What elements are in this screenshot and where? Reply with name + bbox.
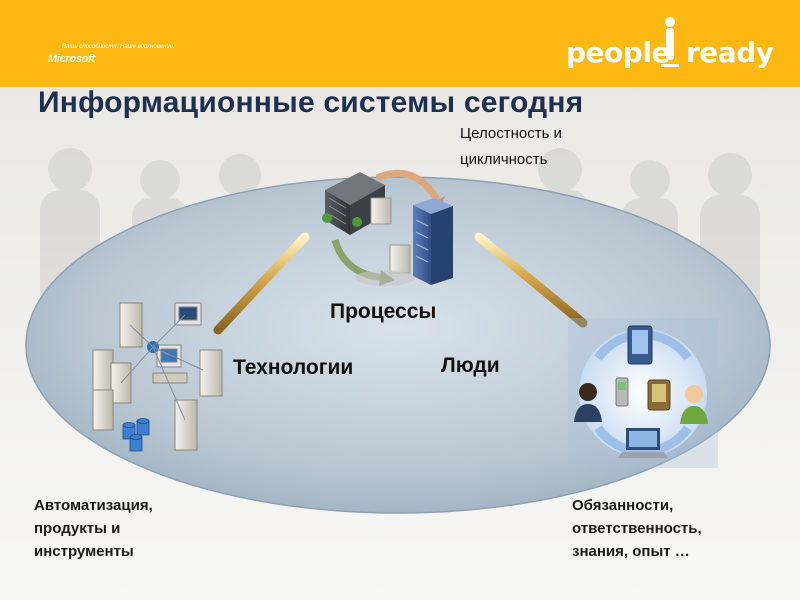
note-right-line: ответственность, (572, 520, 702, 537)
note-left: Автоматизация, продукты и инструменты (34, 494, 153, 563)
microsoft-tagline: Ваши способности. Наше вдохновение. (62, 44, 175, 50)
triangle-rods (213, 232, 588, 420)
note-right-line: знания, опыт … (572, 543, 690, 560)
note-left-line: Автоматизация, (34, 497, 153, 514)
note-right-line: Обязанности, (572, 497, 674, 514)
label-people: Люди (441, 354, 500, 377)
buildings-icon (322, 169, 453, 286)
note-top-line: Целостность и (460, 125, 562, 142)
note-top: Целостность и цикличность (460, 121, 562, 173)
note-left-line: продукты и (34, 520, 121, 537)
brand-ready: ready (686, 36, 774, 69)
note-top-line: цикличность (460, 151, 548, 168)
people-ready-figure-icon (661, 17, 679, 67)
label-technologies: Технологии (233, 356, 354, 379)
servers-network-icon (92, 302, 223, 452)
note-left-line: инструменты (34, 543, 134, 560)
brand-people: people (566, 36, 670, 69)
label-processes: Процессы (330, 300, 437, 323)
microsoft-logo: Microsoft (48, 53, 95, 65)
people-devices-icon (568, 318, 718, 468)
note-right: Обязанности, ответственность, знания, оп… (572, 494, 702, 563)
slide-title: Информационные системы сегодня (38, 86, 584, 119)
